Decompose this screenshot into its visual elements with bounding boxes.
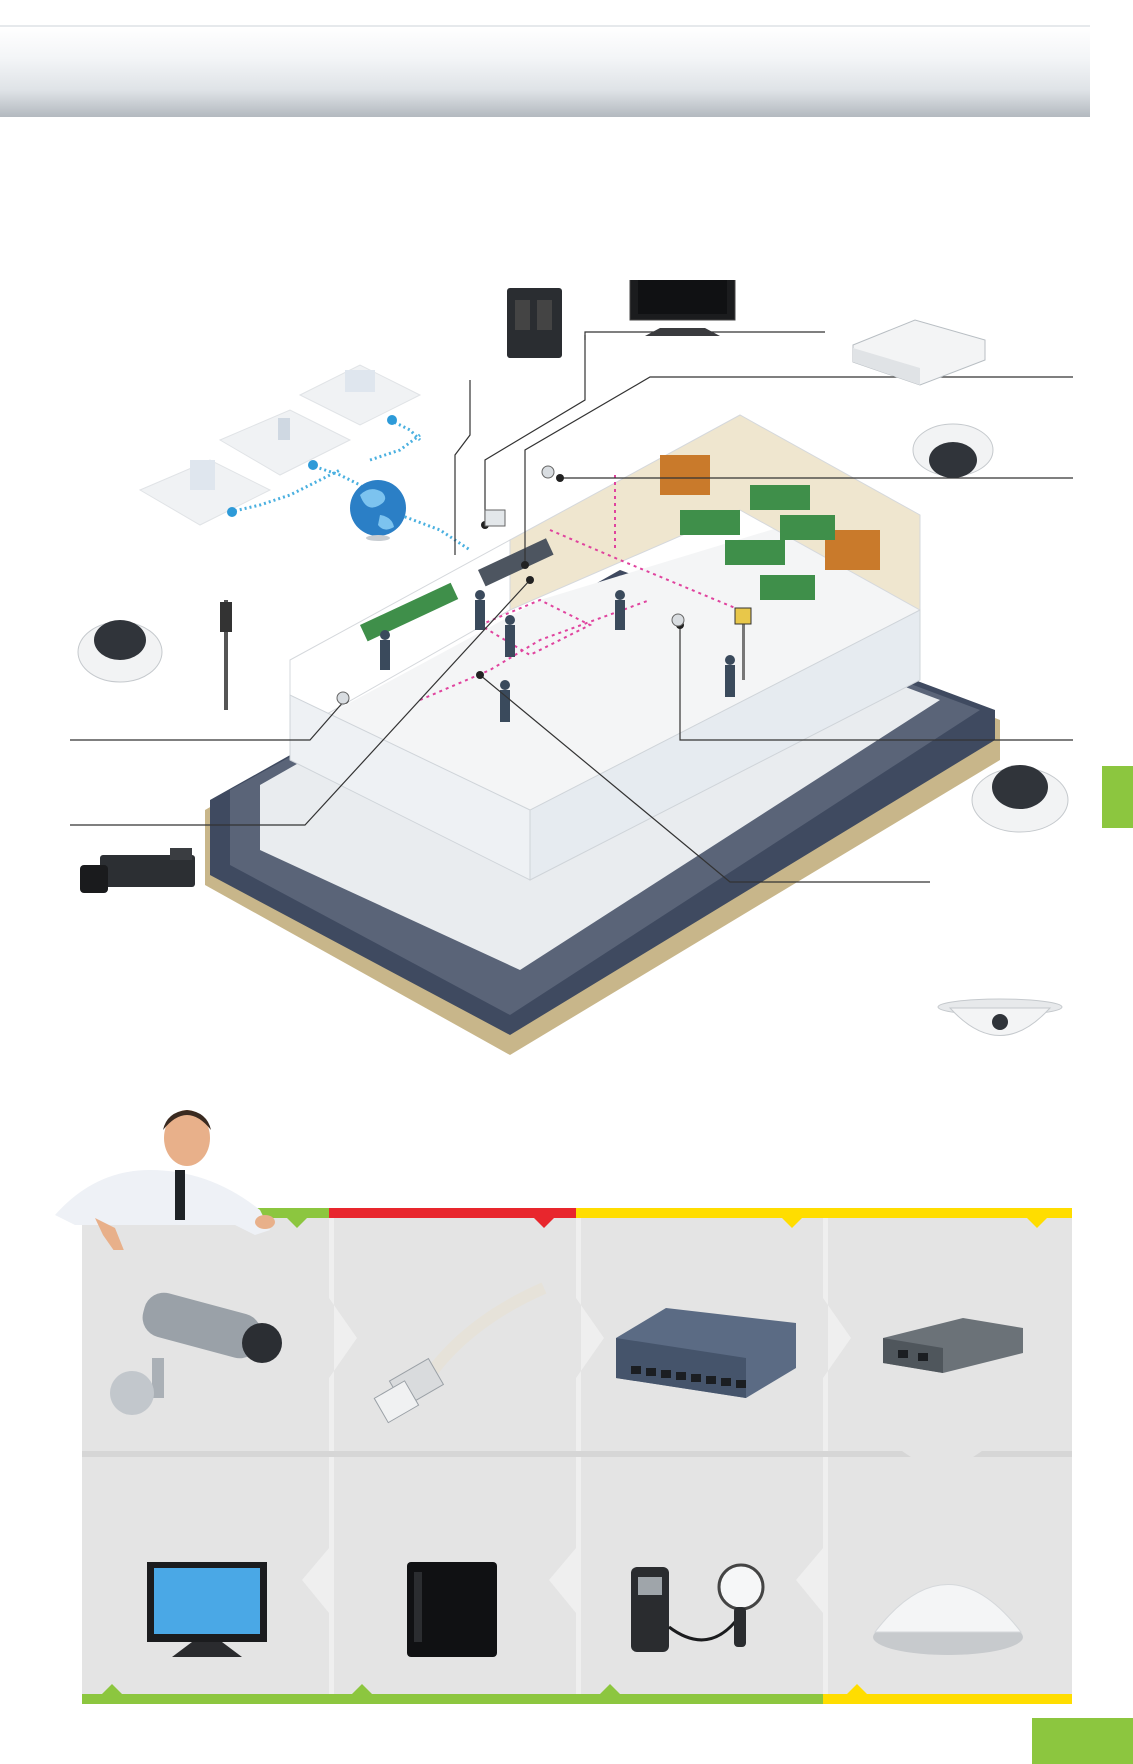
laptop-icon [345,370,375,392]
nas-icon [507,288,562,358]
media-converter-icon [883,1318,1023,1373]
man-pointing [55,1110,275,1250]
surveillance-scene [70,280,1073,1055]
product-poe-switch[interactable] [576,1218,823,1463]
poe-switch-icon [616,1308,796,1398]
face [164,1110,210,1166]
page-number-tab [1032,1718,1133,1764]
tie [175,1170,185,1220]
switch-icon [852,319,986,386]
crate [660,455,710,495]
product-ceiling-ap[interactable] [823,1447,1070,1692]
ip-camera-icon [110,1292,282,1415]
product-lcd-monitor[interactable] [82,1447,329,1692]
shelf [680,510,740,535]
dome-camera-icon [971,765,1069,833]
bottom-stripe-2 [823,1694,1072,1704]
desktop-icon [190,460,215,490]
nas-storage-icon [407,1562,497,1657]
phone-icon [278,418,290,440]
store-shelf [478,538,554,587]
client-phone-platform [218,409,352,476]
product-ethernet-cable[interactable] [329,1218,576,1463]
box-camera-icon [80,848,195,893]
top-stripe-2 [329,1208,576,1218]
pointing-hand [95,1218,124,1250]
nvr-monitor [484,509,506,527]
lcd-monitor-icon [147,1562,267,1657]
header-band [0,27,1090,117]
shelf [780,515,835,540]
store-shelf [360,582,459,642]
ethernet-cable-icon [373,1282,547,1424]
client-laptop-platform [298,364,422,426]
dome-camera-icon [912,423,994,478]
bottom-stripe-1 [82,1694,823,1704]
product-grid [82,1208,1072,1704]
mini-dome-camera-icon [937,998,1063,1036]
street-pole [224,600,228,710]
shelf [760,575,815,600]
product-ip-camera[interactable] [82,1218,329,1463]
light-meter-icon [631,1563,765,1652]
product-light-meter[interactable] [576,1447,823,1692]
bottom-stripe-pointers [102,1684,867,1694]
cell-arrows [82,1218,1072,1694]
product-nas-storage[interactable] [329,1447,576,1692]
top-stripe-3 [576,1208,1072,1218]
people [380,590,735,722]
globe-icon [350,480,406,541]
stripe-pointers [287,1218,1047,1228]
side-tab[interactable] [1102,766,1133,828]
monitor-icon [629,280,736,336]
client-desktop-platform [138,459,272,526]
shelf [750,485,810,510]
shelf [725,540,785,565]
dome-camera-icon [77,620,163,683]
product-media-converter[interactable] [823,1218,1070,1463]
header-top-line [0,25,1090,27]
ceiling-ap-icon [873,1584,1023,1655]
